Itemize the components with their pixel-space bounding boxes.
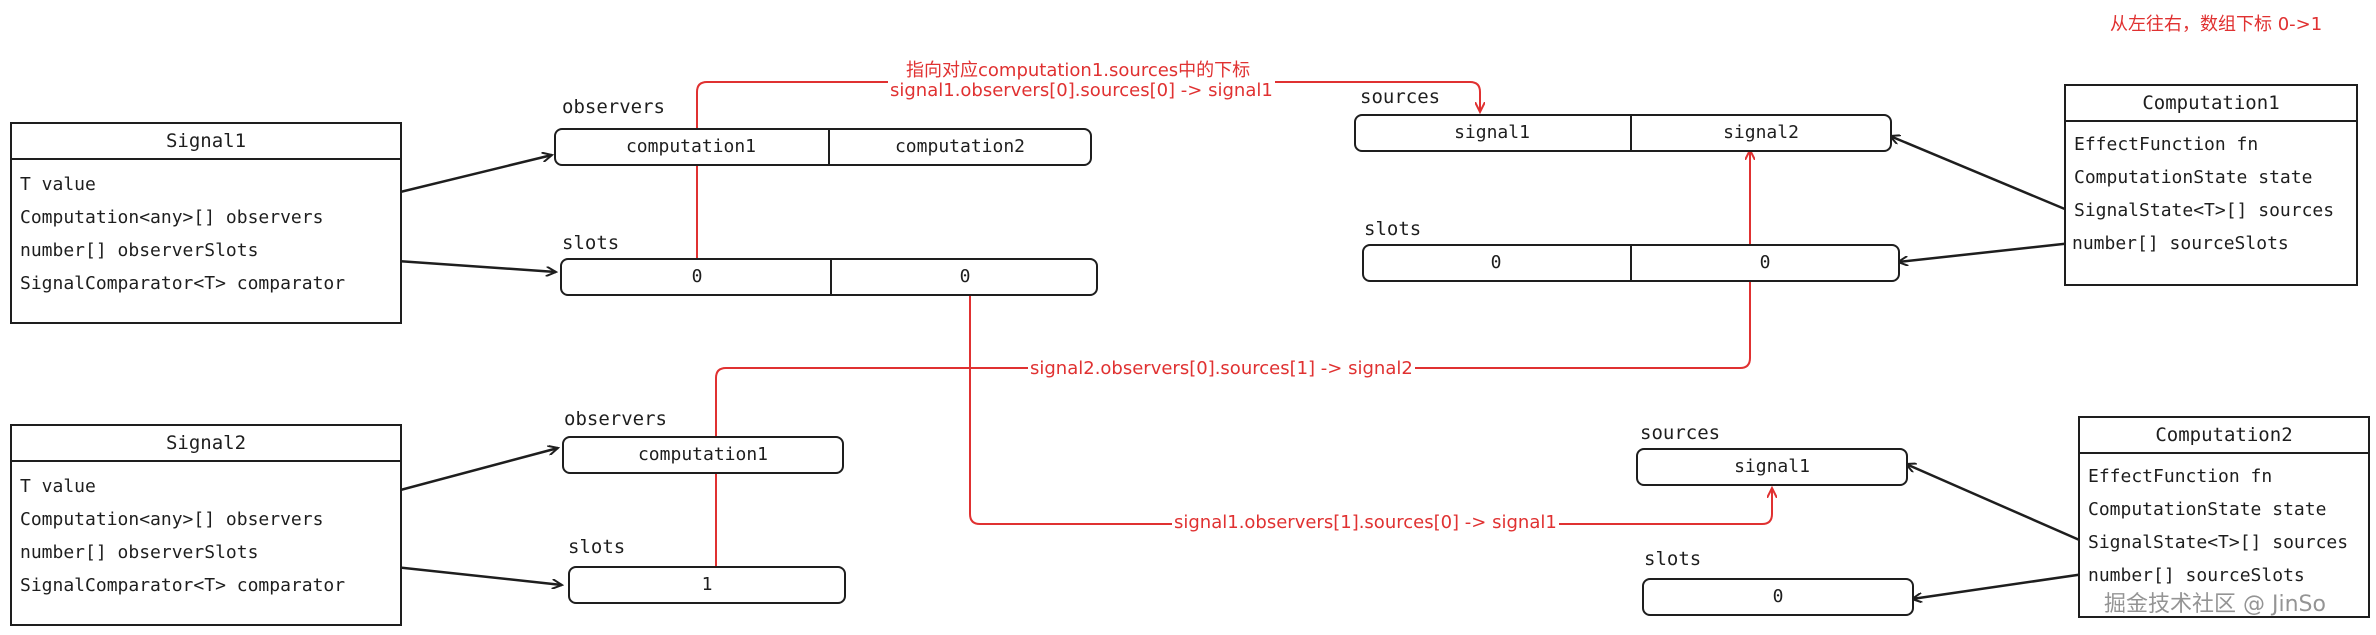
signal1-observers-cell: computation2 — [894, 136, 1026, 157]
index-order-note: 从左往右，数组下标 0->1 — [2108, 10, 2325, 36]
watermark: 掘金技术社区 @ JinSo — [2104, 592, 2326, 617]
signal1-field-observers: Computation<any>[] observers — [20, 207, 324, 228]
signal2-field-observers: Computation<any>[] observers — [20, 509, 324, 530]
comp2-sources-cell: signal1 — [1734, 456, 1810, 477]
annotation-signal2-slot0: signal2.observers[0].sources[1] -> signa… — [1028, 358, 1415, 379]
signal1-slots-cell: 0 — [691, 266, 703, 287]
comp2-field-sources: SignalState<T>[] sources — [2088, 532, 2349, 553]
comp1-field-state: ComputationState state — [2074, 167, 2313, 188]
array-divider — [1630, 116, 1632, 150]
signal2-observers-array: computation1 — [562, 436, 844, 474]
signal1-slots-cell: 0 — [959, 266, 971, 287]
comp1-sources-cell: signal1 — [1454, 122, 1530, 143]
comp2-slots-array: 0 — [1642, 578, 1914, 616]
signal2-observers-label: observers — [564, 408, 667, 430]
computation2-title: Computation2 — [2080, 418, 2368, 454]
signal1-field-observer-slots: number[] observerSlots — [20, 240, 259, 261]
signal2-field-value: T value — [20, 476, 96, 497]
signal2-box: Signal2 T value Computation<any>[] obser… — [10, 424, 402, 626]
comp2-field-state: ComputationState state — [2088, 499, 2327, 520]
red-line-signal1-slot1 — [969, 296, 1772, 525]
signal1-slots-label: slots — [562, 232, 620, 254]
comp2-slots-cell: 0 — [1772, 586, 1784, 607]
signal2-slots-array: 1 — [568, 566, 846, 604]
computation1-box: Computation1 EffectFunction fn Computati… — [2064, 84, 2358, 286]
comp2-sources-label: sources — [1640, 422, 1721, 444]
signal1-field-value: T value — [20, 174, 96, 195]
signal2-slots-cell: 1 — [701, 574, 713, 595]
signal1-slots-array: 0 0 — [560, 258, 1098, 296]
signal1-title: Signal1 — [12, 124, 400, 160]
array-divider — [828, 130, 830, 164]
signal1-observers-array: computation1 computation2 — [554, 128, 1092, 166]
comp2-sources-array: signal1 — [1636, 448, 1908, 486]
comp1-field-sources: SignalState<T>[] sources — [2074, 200, 2335, 221]
comp1-field-fn: EffectFunction fn — [2074, 134, 2259, 155]
array-divider — [830, 260, 832, 294]
comp1-slots-label: slots — [1364, 218, 1422, 240]
annotation-signal1-slot0-title: 指向对应computation1.sources中的下标 — [904, 56, 1253, 82]
comp1-sources-cell: signal2 — [1723, 122, 1799, 143]
red-line-signal1-slot0 — [696, 81, 1480, 258]
annotation-signal1-slot1: signal1.observers[1].sources[0] -> signa… — [1172, 512, 1559, 533]
signal2-slots-label: slots — [568, 536, 626, 558]
annotation-signal1-slot0: signal1.observers[0].sources[0] -> signa… — [888, 80, 1275, 101]
comp1-field-source-slots: number[] sourceSlots — [2072, 233, 2289, 254]
signal1-field-comparator: SignalComparator<T> comparator — [20, 273, 346, 294]
comp1-sources-label: sources — [1360, 86, 1441, 108]
arrow-comp2-sources — [1906, 464, 2085, 544]
computation1-title: Computation1 — [2066, 86, 2356, 122]
signal1-observers-cell: computation1 — [625, 136, 757, 157]
array-divider — [1630, 246, 1632, 280]
arrow-comp1-slots — [1898, 241, 2073, 262]
computation2-box: Computation2 EffectFunction fn Computati… — [2078, 416, 2370, 618]
comp1-slots-array: 0 0 — [1362, 244, 1900, 282]
signal1-box: Signal1 T value Computation<any>[] obser… — [10, 122, 402, 324]
arrow-comp1-sources — [1890, 136, 2073, 214]
comp1-slots-cell: 0 — [1759, 252, 1771, 273]
comp2-field-fn: EffectFunction fn — [2088, 466, 2273, 487]
signal2-field-observer-slots: number[] observerSlots — [20, 542, 259, 563]
comp1-slots-cell: 0 — [1490, 252, 1502, 273]
comp2-field-source-slots: number[] sourceSlots — [2088, 565, 2305, 586]
signal1-observers-label: observers — [562, 96, 665, 118]
signal2-observers-cell: computation1 — [637, 444, 769, 465]
comp1-sources-array: signal1 signal2 — [1354, 114, 1892, 152]
signal2-title: Signal2 — [12, 426, 400, 462]
arrow-comp2-slots — [1912, 572, 2085, 599]
comp2-slots-label: slots — [1644, 548, 1702, 570]
signal2-field-comparator: SignalComparator<T> comparator — [20, 575, 346, 596]
